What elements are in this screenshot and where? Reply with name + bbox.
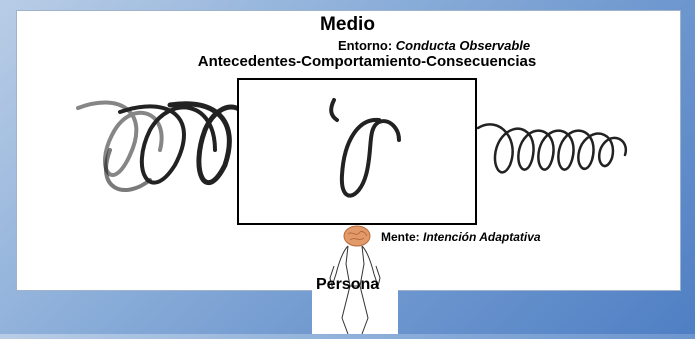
title-medio: Medio: [320, 14, 375, 35]
environment-label: Entorno: Conducta Observable: [338, 38, 530, 53]
abc-bold: Comportamiento: [301, 53, 422, 70]
mind-label: Mente: Intención Adaptativa: [381, 230, 541, 244]
environment-prefix: Entorno:: [338, 38, 396, 53]
abc-after: -Consecuencias: [421, 53, 537, 70]
focus-frame: [237, 78, 477, 225]
person-figure: [312, 226, 398, 335]
abc-before: Antecedentes-: [197, 53, 302, 70]
mind-prefix: Mente:: [381, 230, 423, 244]
woman-figure-icon: [329, 245, 381, 335]
person-label: Persona: [316, 276, 380, 293]
environment-italic: Conducta Observable: [395, 38, 531, 53]
spring-coil-icon: [329, 98, 401, 198]
abc-label: Antecedentes-Comportamiento-Consecuencia…: [0, 53, 695, 70]
brain-icon: [343, 225, 371, 247]
mind-italic: Intención Adaptativa: [423, 230, 541, 244]
